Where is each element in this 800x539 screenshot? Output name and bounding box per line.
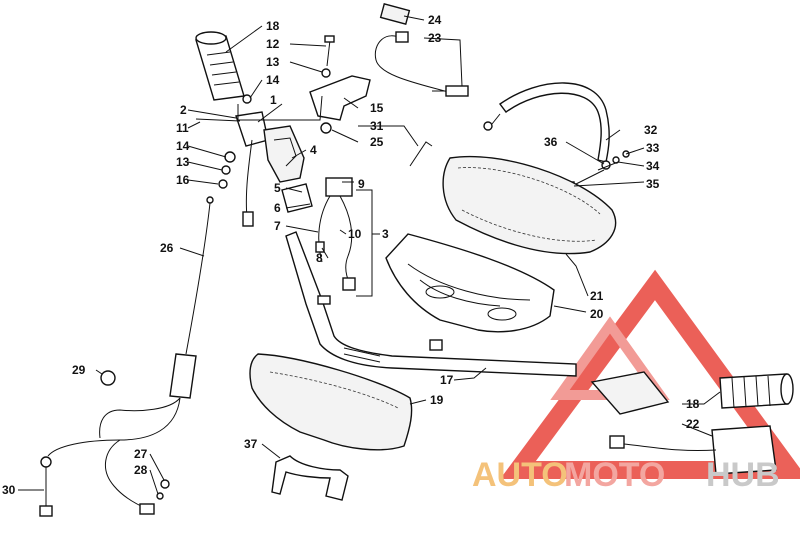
callout-25: 25 — [370, 135, 384, 149]
bar-pad — [442, 155, 617, 255]
throttle-cable — [39, 196, 214, 517]
watermark-moto: MOTO — [564, 456, 665, 494]
callout-23: 23 — [428, 31, 442, 45]
throttle-bracket — [309, 75, 371, 121]
top-bolt — [321, 35, 335, 78]
nut-16 — [218, 179, 228, 189]
left-grip — [195, 31, 245, 101]
callout-5: 5 — [274, 181, 281, 195]
callout-labels: 18 12 13 14 1 2 11 14 13 16 15 31 25 4 5… — [2, 13, 700, 497]
callout-2: 2 — [180, 103, 187, 117]
callout-35: 35 — [646, 177, 660, 191]
callout-16: 16 — [176, 173, 190, 187]
leader-lines — [18, 15, 721, 495]
callout-8: 8 — [316, 251, 323, 265]
watermark-hub: HUB — [706, 456, 780, 494]
callout-22: 22 — [686, 417, 700, 431]
callout-13-left: 13 — [176, 155, 190, 169]
callout-6: 6 — [274, 201, 281, 215]
washer-14 — [224, 151, 236, 163]
callout-3: 3 — [382, 227, 389, 241]
callout-24: 24 — [428, 13, 442, 27]
clip-31 — [409, 141, 433, 167]
callout-17: 17 — [440, 373, 454, 387]
callout-11: 11 — [176, 121, 189, 135]
watermark-text: AUTO MOTO HUB — [472, 456, 780, 494]
part-28 — [156, 492, 164, 500]
callout-36: 36 — [544, 135, 558, 149]
throttle-housing — [195, 111, 313, 213]
callout-14-top: 14 — [266, 73, 280, 87]
callout-12: 12 — [266, 37, 280, 51]
watermark-auto: AUTO — [472, 456, 568, 494]
lower-pad — [249, 353, 413, 451]
callout-31: 31 — [370, 119, 384, 133]
callout-7: 7 — [274, 219, 281, 233]
clamp-29 — [100, 370, 116, 386]
callout-27: 27 — [134, 447, 148, 461]
callout-26: 26 — [160, 241, 174, 255]
callout-15: 15 — [370, 101, 384, 115]
callout-37: 37 — [244, 437, 258, 451]
callout-28: 28 — [134, 463, 148, 477]
callout-18-right: 18 — [686, 397, 700, 411]
nut-14 — [242, 94, 252, 104]
pad-base — [385, 233, 555, 333]
callout-18-top: 18 — [266, 19, 280, 33]
heater-lead — [374, 3, 469, 97]
washer-13 — [221, 165, 231, 175]
bushing-25 — [320, 122, 332, 134]
callout-20: 20 — [590, 307, 604, 321]
callout-33: 33 — [646, 141, 660, 155]
wire-connector-a — [242, 211, 254, 227]
bracket-37 — [271, 455, 349, 501]
callout-19: 19 — [430, 393, 444, 407]
callout-10: 10 — [348, 227, 362, 241]
callout-32: 32 — [644, 123, 658, 137]
right-grip — [590, 371, 794, 475]
callout-1: 1 — [270, 93, 277, 107]
part-27 — [160, 479, 170, 489]
callout-14-left: 14 — [176, 139, 190, 153]
callout-13-top: 13 — [266, 55, 280, 69]
callout-30: 30 — [2, 483, 16, 497]
callout-9: 9 — [358, 177, 365, 191]
callout-34: 34 — [646, 159, 660, 173]
callout-4: 4 — [310, 143, 317, 157]
callout-21: 21 — [590, 289, 604, 303]
handlebar — [285, 231, 577, 377]
callout-29: 29 — [72, 363, 86, 377]
